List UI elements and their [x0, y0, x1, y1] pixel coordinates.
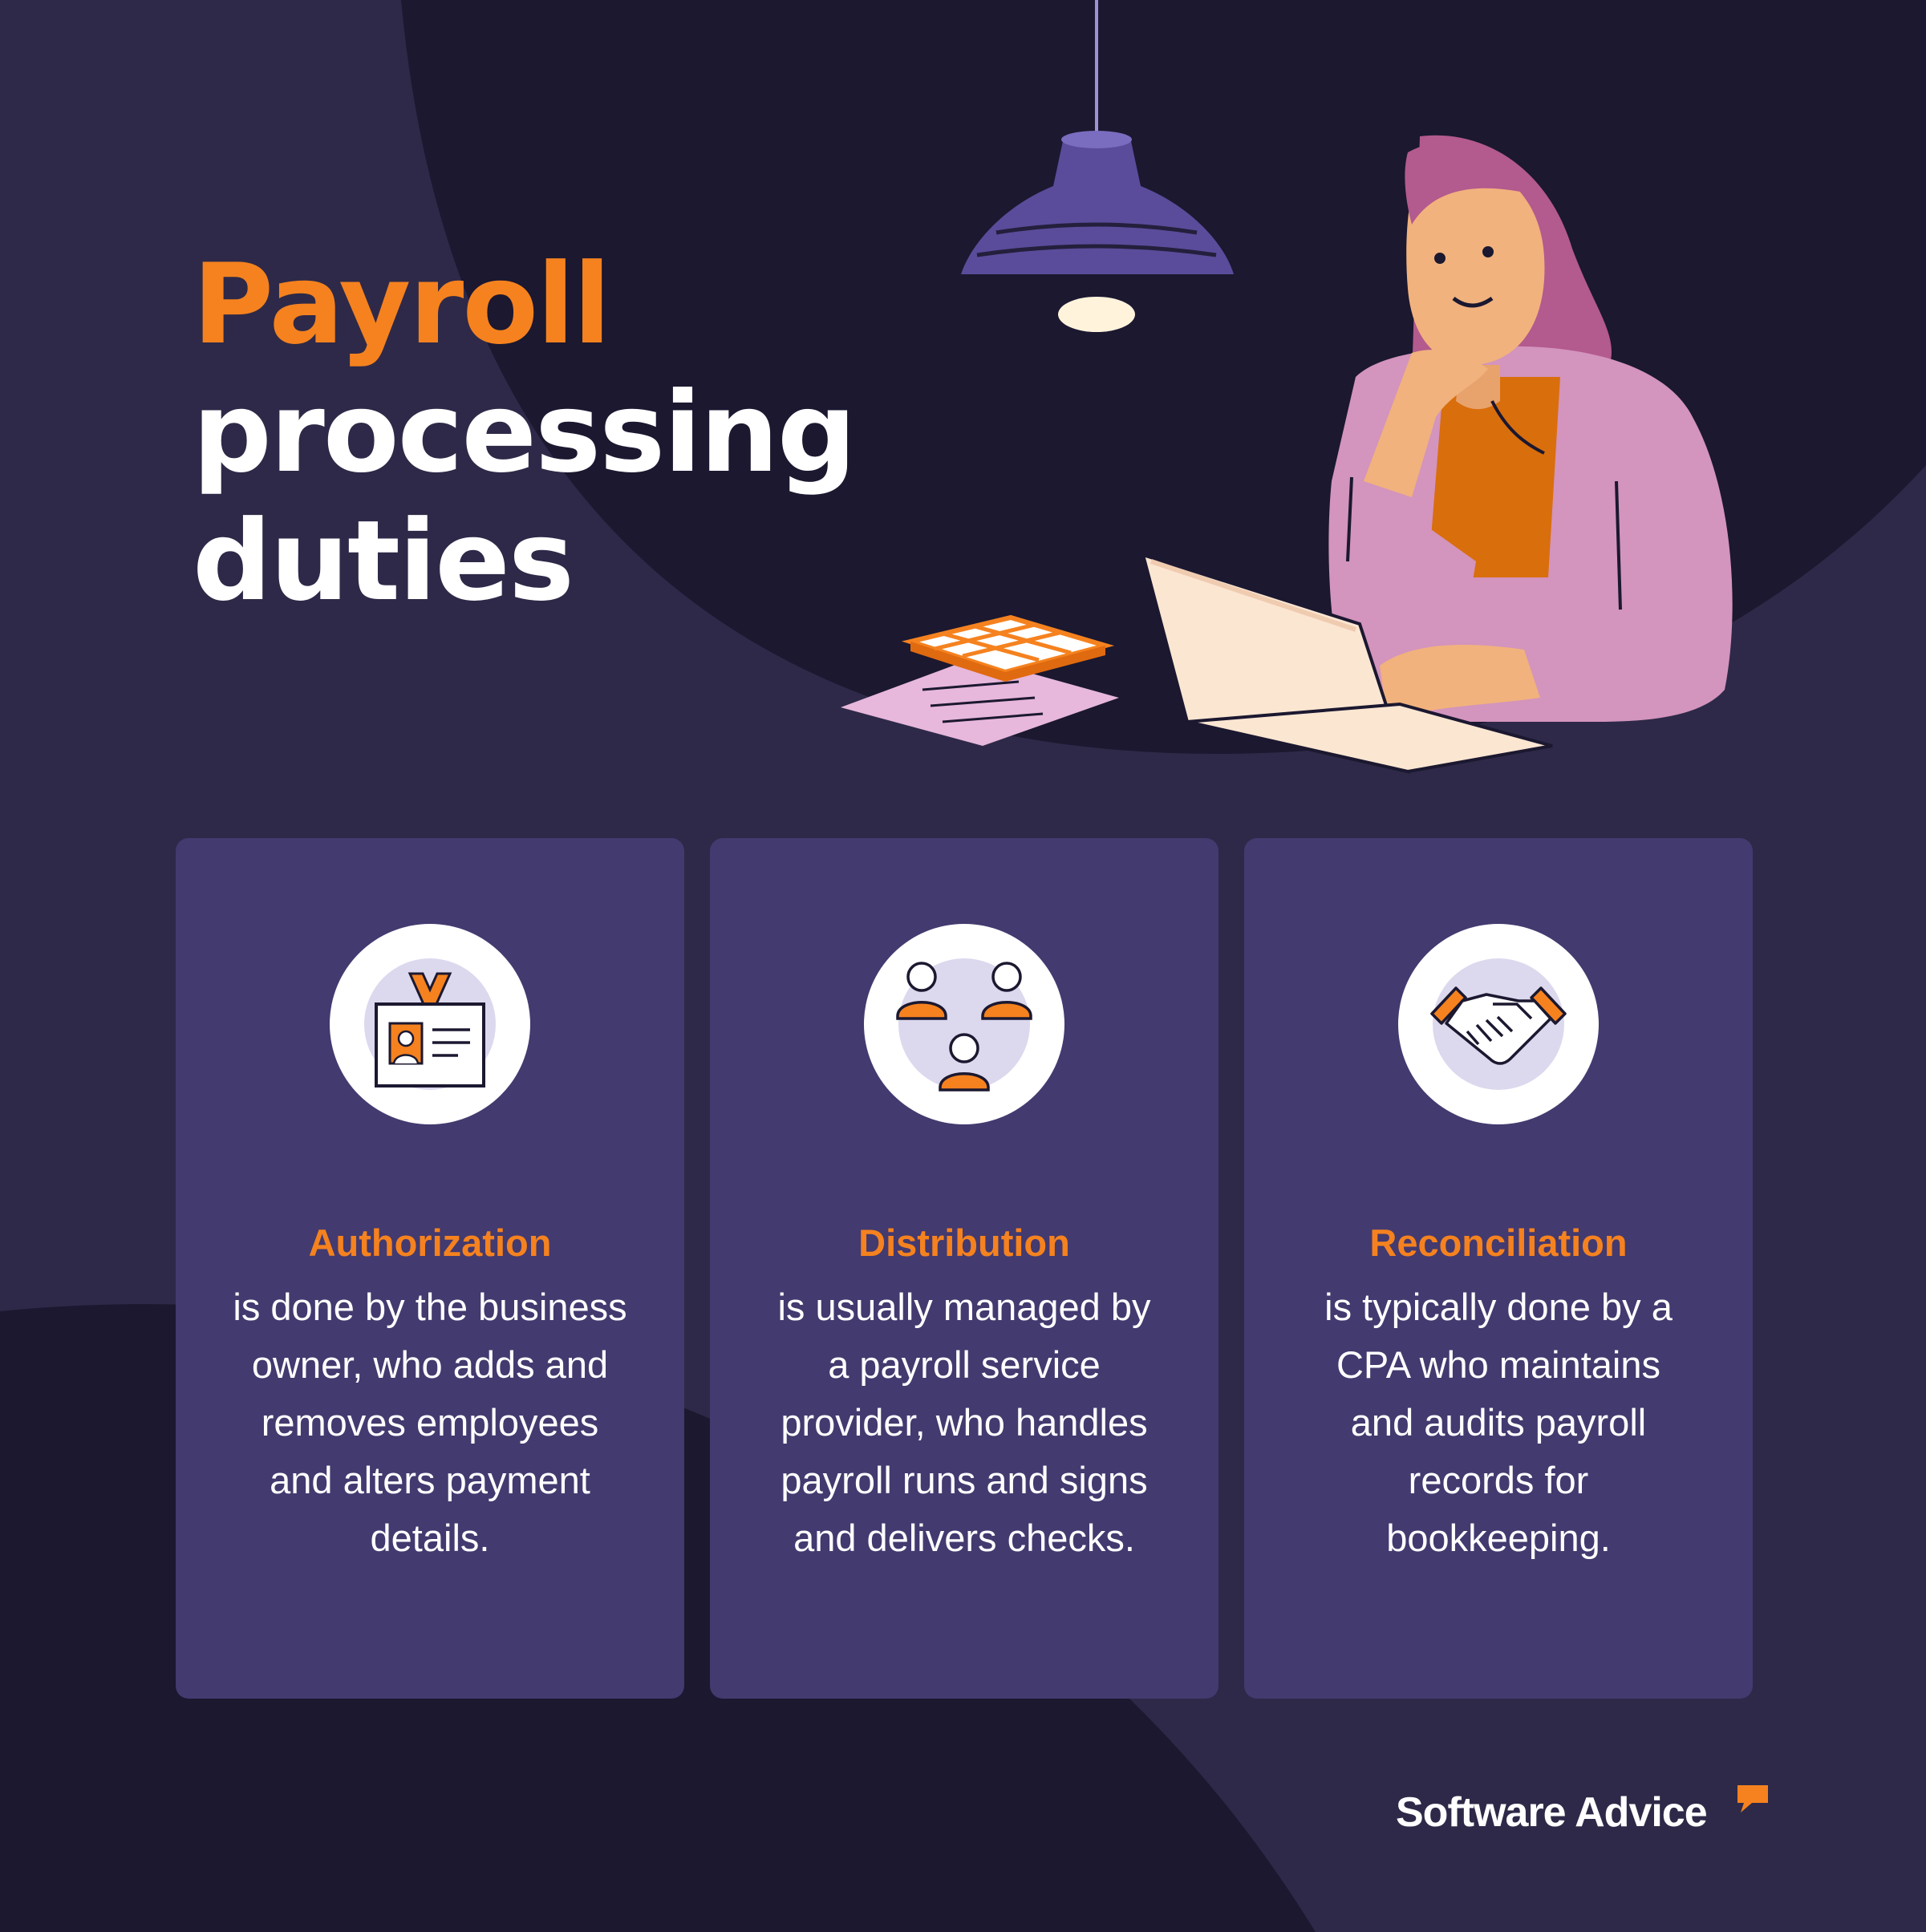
laptop-icon [1141, 552, 1553, 774]
people-group-icon [896, 958, 1032, 1092]
lamp-icon [961, 0, 1234, 332]
handshake-icon [1430, 958, 1567, 1090]
icon-circle [864, 924, 1064, 1124]
id-badge-icon [364, 958, 496, 1090]
documents-icon [841, 614, 1119, 746]
card-body: is typically done by a CPA who maintains… [1324, 1286, 1673, 1559]
card-title: Distribution [858, 1221, 1070, 1264]
card-authorization: Authorization is done by the business ow… [176, 838, 684, 1699]
brand-name: Software Advice [1396, 1789, 1708, 1836]
card-body: is usually managed by a payroll service … [777, 1286, 1151, 1559]
icon-circle [330, 924, 530, 1124]
woman-at-laptop-illustration [841, 0, 1733, 774]
title-line-2: processing [193, 368, 857, 497]
card-title: Reconciliation [1369, 1221, 1628, 1264]
title-line-3: duties [193, 496, 574, 626]
card-distribution: Distribution is usually managed by a pay… [710, 838, 1218, 1699]
title-accent: Payroll [193, 240, 611, 369]
card-reconciliation: Reconciliation is typically done by a CP… [1244, 838, 1753, 1699]
page-title: Payroll processing duties [193, 240, 857, 626]
brand-logo: Software Advice [1396, 1782, 1781, 1846]
icon-circle [1398, 924, 1599, 1124]
card-title: Authorization [308, 1221, 552, 1264]
speech-bubble-icon [1737, 1785, 1768, 1813]
woman-icon [1328, 135, 1733, 722]
card-body: is done by the business owner, who adds … [233, 1286, 627, 1559]
